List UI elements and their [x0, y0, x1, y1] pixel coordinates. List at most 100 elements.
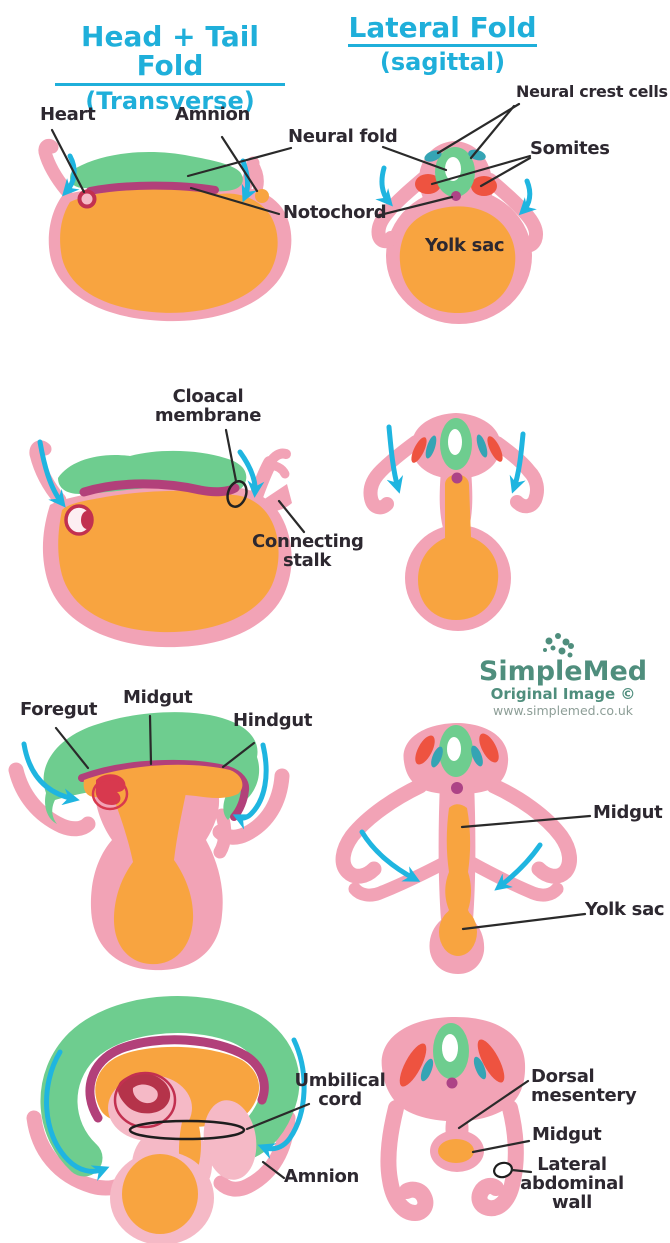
line-notochord-left: [189, 186, 281, 216]
label-yolk-sac-1: Yolk sac: [425, 235, 505, 256]
yolk-bulge-orange: [439, 908, 477, 956]
label-amnion-4: Amnion: [284, 1166, 360, 1187]
right-finger: [213, 808, 232, 859]
wing-left: [363, 435, 423, 515]
line-hindgut: [221, 741, 256, 769]
label-notochord: Notochord: [283, 202, 387, 223]
heart-blob: [81, 511, 93, 529]
line-crest-a: [436, 102, 521, 155]
tail-pocket-pink: [203, 1100, 257, 1180]
title-head-tail-fold-text: Head + Tail Fold: [55, 22, 285, 86]
line-neural-fold-left: [186, 146, 293, 178]
line-dorsal: [457, 1079, 530, 1130]
crest-right: [476, 434, 488, 458]
line-umbilical: [245, 1102, 311, 1131]
notochord-dot: [451, 782, 463, 794]
yolk-orange: [60, 188, 278, 313]
notochord-dot: [451, 191, 461, 201]
line-cloacal: [224, 428, 238, 483]
notochord-band-magenta: [86, 181, 219, 195]
line-foregut: [54, 726, 90, 770]
label-amnion: Amnion: [175, 104, 251, 125]
line-somites-b: [479, 156, 532, 188]
label-lateral-abdominal-wall: Lateral abdominal wall: [520, 1154, 624, 1213]
line-midgut4: [471, 1139, 531, 1154]
neural-plate-green: [70, 152, 243, 192]
heart-ring: [77, 189, 97, 209]
wing-left-outer: [335, 778, 428, 884]
row4-right-embryo: [380, 1016, 526, 1222]
line-yolk-right: [461, 912, 587, 931]
watermark-original: Original Image ©: [490, 685, 636, 703]
neural-tube-lumen: [447, 737, 461, 761]
wing-left: [371, 171, 431, 249]
title-lateral-fold: Lateral Fold (sagittal): [345, 13, 540, 74]
yolk-sac-orange: [399, 206, 516, 314]
crest-left: [425, 435, 437, 459]
wing-right-outer: [486, 778, 577, 884]
notochord-dot: [451, 472, 463, 484]
line-neural-fold-right: [381, 145, 448, 172]
notochord-dot: [446, 1077, 458, 1089]
leg-left: [380, 1100, 434, 1222]
line-amnion: [220, 135, 259, 193]
row3-right-embryo: [335, 723, 577, 974]
fold-arrow-right: [232, 742, 269, 830]
label-neural-fold: Neural fold: [288, 126, 398, 147]
fold-arrow-left: [44, 1049, 110, 1182]
leg-right: [471, 1100, 524, 1217]
fold-arrow-right: [240, 158, 258, 203]
row3-left-embryo: [8, 712, 290, 971]
wing-left-inner: [348, 855, 453, 902]
label-midgut-4: Midgut: [532, 1124, 602, 1145]
fold-arrow-right: [494, 842, 543, 891]
line-amnion4: [261, 1160, 286, 1180]
notochord-band-magenta: [85, 1035, 269, 1123]
row4-left-embryo: [26, 996, 307, 1243]
line-somites-a: [430, 154, 532, 186]
gut-stem-bulb-orange: [112, 790, 194, 965]
cloacal-membrane-marker: [226, 480, 248, 508]
watermark: SimpleMed Original Image © www.simplemed…: [478, 658, 648, 718]
stalk-fork-b: [264, 461, 290, 479]
midgut-orange: [438, 1139, 474, 1163]
notochord-band-magenta: [79, 479, 240, 497]
somite-left: [415, 174, 441, 194]
crest-right: [471, 745, 483, 767]
label-umbilical-cord: Umbilical cord: [294, 1070, 386, 1110]
label-midgut-3: Midgut: [123, 687, 193, 708]
wing-right-inner: [463, 855, 564, 902]
fold-arrow-left: [62, 153, 80, 197]
line-heart: [50, 128, 86, 194]
somite-left: [411, 437, 427, 463]
row2-right-embryo: [363, 413, 544, 631]
yolk-orange: [58, 490, 279, 633]
amnion-green-band: [40, 996, 300, 1177]
leader-lines: [50, 102, 592, 1180]
somite-left: [399, 1043, 427, 1087]
simplemed-logo-icon: [543, 633, 574, 658]
somite-left: [415, 735, 435, 765]
fold-arrow-right: [257, 1037, 307, 1159]
umbilical-oval-marker: [128, 1119, 246, 1141]
yolk-bulb-orange: [122, 1154, 198, 1234]
crest-right: [473, 1056, 487, 1080]
fold-arrow-left: [21, 741, 80, 806]
heart-outline: [91, 777, 129, 811]
title-lateral-fold-sub: (sagittal): [379, 48, 506, 77]
left-arm: [8, 762, 96, 837]
amnion-arm-left: [38, 138, 73, 197]
somite-right: [487, 436, 503, 462]
title-lateral-fold-text: Lateral Fold: [348, 13, 537, 48]
line-connecting: [277, 499, 306, 534]
crest-left: [420, 1058, 434, 1082]
title-head-tail-fold: Head + Tail Fold (Transverse): [55, 22, 285, 113]
yolk-orange: [418, 474, 499, 620]
fold-arrow-left: [386, 424, 404, 494]
wing-right: [483, 173, 543, 253]
fold-arrow-right: [518, 178, 537, 216]
row1-left-embryo: [38, 138, 292, 322]
line-crest-b: [469, 104, 516, 160]
amnion-arm-right-nub: [248, 158, 264, 193]
